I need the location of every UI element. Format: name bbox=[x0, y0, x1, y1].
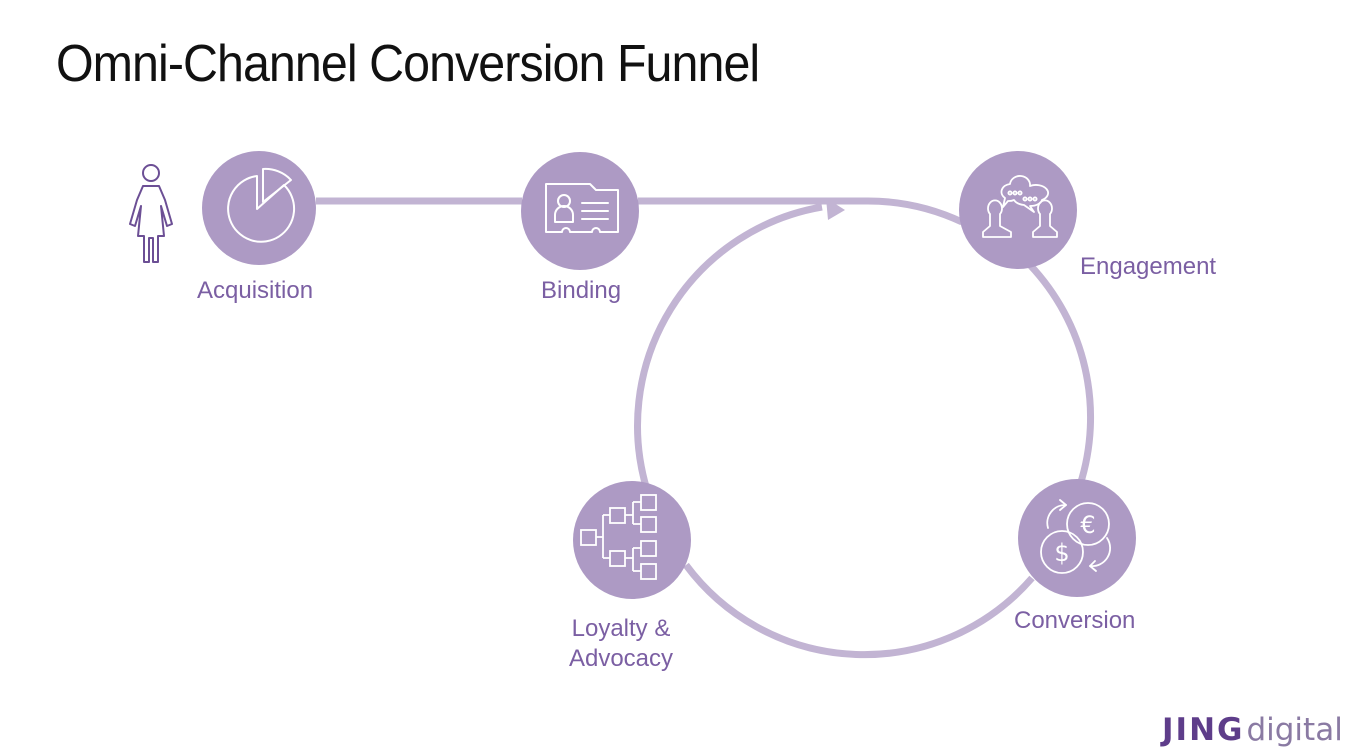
node-acquisition[interactable] bbox=[202, 151, 316, 265]
stage-label-conversion: Conversion bbox=[1014, 607, 1136, 634]
stage-label-loyalty-line2: Advocacy bbox=[568, 645, 674, 672]
brand-logo-primary: JING bbox=[1162, 712, 1245, 748]
connectors bbox=[316, 197, 1095, 659]
loop-engagement-conversion bbox=[1027, 262, 1095, 487]
stage-label-binding: Binding bbox=[541, 277, 622, 304]
euro-symbol-icon: € bbox=[1080, 511, 1095, 539]
loop-conversion-loyalty bbox=[683, 562, 1035, 659]
stage-label-loyalty-line1: Loyalty & bbox=[571, 615, 671, 642]
connector-binding-engagement bbox=[638, 197, 964, 226]
node-conversion[interactable]: € $ bbox=[1018, 479, 1136, 597]
node-binding[interactable] bbox=[521, 152, 639, 270]
stage-label-engagement: Engagement bbox=[1080, 253, 1217, 280]
currency-exchange-icon bbox=[1040, 499, 1112, 574]
id-card-icon bbox=[545, 183, 619, 233]
page-title: Omni-Channel Conversion Funnel bbox=[56, 35, 760, 93]
node-engagement[interactable] bbox=[959, 151, 1077, 269]
brand-logo: JINGdigital bbox=[1162, 712, 1343, 748]
stage-label-acquisition: Acquisition bbox=[197, 277, 314, 304]
loop-arrowhead bbox=[826, 198, 845, 220]
stage-label-loyalty: Loyalty & Advocacy bbox=[556, 614, 686, 674]
pie-chart-icon bbox=[227, 167, 296, 243]
loop-loyalty-return bbox=[634, 203, 823, 492]
dollar-symbol-icon: $ bbox=[1054, 539, 1069, 567]
hierarchy-icon bbox=[580, 494, 657, 580]
conversation-icon bbox=[982, 175, 1058, 238]
node-loyalty[interactable] bbox=[573, 481, 691, 599]
brand-logo-secondary: digital bbox=[1246, 712, 1343, 748]
person-icon bbox=[129, 164, 173, 263]
